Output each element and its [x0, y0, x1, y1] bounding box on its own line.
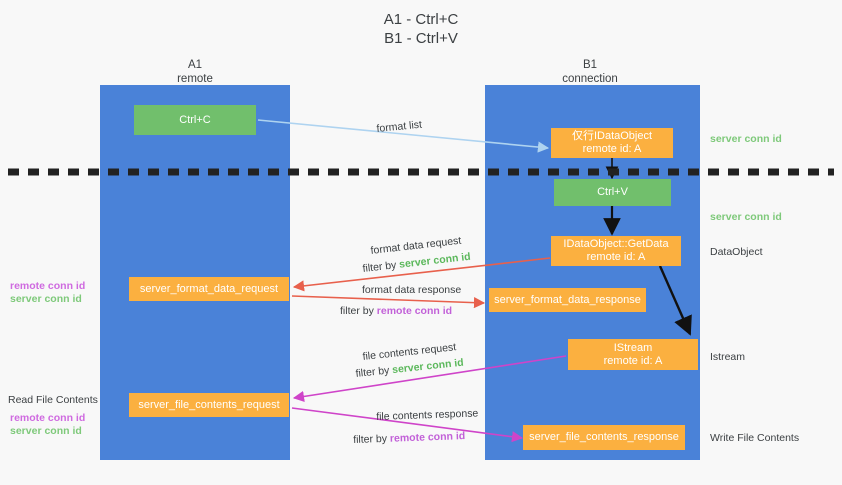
edge-label-format-data-response-filter: filter by remote conn id [340, 305, 452, 318]
page-title: A1 - Ctrl+C B1 - Ctrl+V [383, 11, 459, 47]
node-ctrl-v-label: Ctrl+V [597, 186, 628, 198]
node-idataobject-sublabel: remote id: A [582, 143, 642, 155]
node-istream[interactable]: IStream remote id: A [568, 339, 698, 370]
edge-label-format-data-response-filter-value: remote conn id [376, 305, 453, 317]
node-server-format-data-response-label: server_format_data_response [494, 293, 641, 306]
column-header-a1-name: A1 [187, 59, 203, 71]
edge-label-format-data-response: format data response [362, 284, 462, 296]
node-server-format-data-request-label: server_format_data_request [139, 282, 279, 295]
node-server-file-contents-response-label: server_file_contents_response [529, 431, 679, 443]
edge-label-file-contents-response-filter-value: remote conn id [389, 430, 466, 445]
arrow-format-data-response [291, 295, 486, 309]
annotation-right-write-file-contents: Write File Contents [710, 432, 800, 444]
node-idataobject[interactable]: 仅行IDataObject remote id: A [551, 128, 673, 158]
annotation-right-server-conn-id-1: server conn id [710, 133, 782, 145]
annotation-right-server-conn-id-2: server conn id [710, 211, 782, 223]
edge-label-format-data-request-filter-value: server conn id [398, 250, 472, 271]
node-server-format-data-response[interactable]: server_format_data_response [489, 288, 646, 312]
annotation-right-dataobject: DataObject [710, 246, 763, 258]
column-header-a1-sub: remote [177, 73, 213, 85]
node-getdata[interactable]: IDataObject::GetData remote id: A [551, 236, 681, 266]
node-server-file-contents-request-label: server_file_contents_request [138, 398, 280, 411]
edge-label-file-contents-response-filter: filter by remote conn id [353, 430, 465, 447]
edge-label-format-data-request-filter-prefix: filter by [362, 258, 400, 275]
edge-label-file-contents-request-filter-prefix: filter by [355, 364, 393, 380]
edge-label-format-data-response-filter-prefix: filter by [340, 305, 377, 317]
node-idataobject-label: 仅行IDataObject [571, 130, 653, 142]
annotation-left-remote-conn-id-2: remote conn id [10, 412, 86, 424]
column-header-a1: A1 remote [95, 58, 295, 86]
column-header-b1-name: B1 [582, 59, 598, 71]
node-getdata-sublabel: remote id: A [586, 251, 646, 263]
annotation-left-server-conn-id-1: server conn id [10, 293, 82, 305]
node-istream-label: IStream [613, 341, 653, 354]
column-header-b1: B1 connection [490, 58, 690, 86]
node-getdata-label: IDataObject::GetData [563, 238, 669, 250]
node-istream-sublabel: remote id: A [603, 354, 663, 367]
node-ctrl-v[interactable]: Ctrl+V [554, 179, 671, 206]
edge-label-file-contents-response-filter-prefix: filter by [353, 432, 391, 446]
node-server-format-data-request[interactable]: server_format_data_request [129, 277, 289, 301]
node-server-file-contents-response[interactable]: server_file_contents_response [523, 425, 685, 450]
node-server-file-contents-request[interactable]: server_file_contents_request [129, 393, 289, 417]
node-ctrl-c-label: Ctrl+C [179, 113, 211, 126]
annotation-left-remote-conn-id-1: remote conn id [10, 280, 86, 292]
edge-label-format-list: format list [376, 118, 423, 135]
column-header-b1-sub: connection [562, 73, 618, 85]
edge-label-file-contents-response: file contents response [376, 407, 479, 423]
node-ctrl-c[interactable]: Ctrl+C [134, 105, 256, 135]
annotation-left-server-conn-id-2: server conn id [10, 425, 82, 437]
annotation-left-read-file-contents: Read File Contents [8, 394, 98, 406]
annotation-right-istream: Istream [710, 351, 746, 363]
